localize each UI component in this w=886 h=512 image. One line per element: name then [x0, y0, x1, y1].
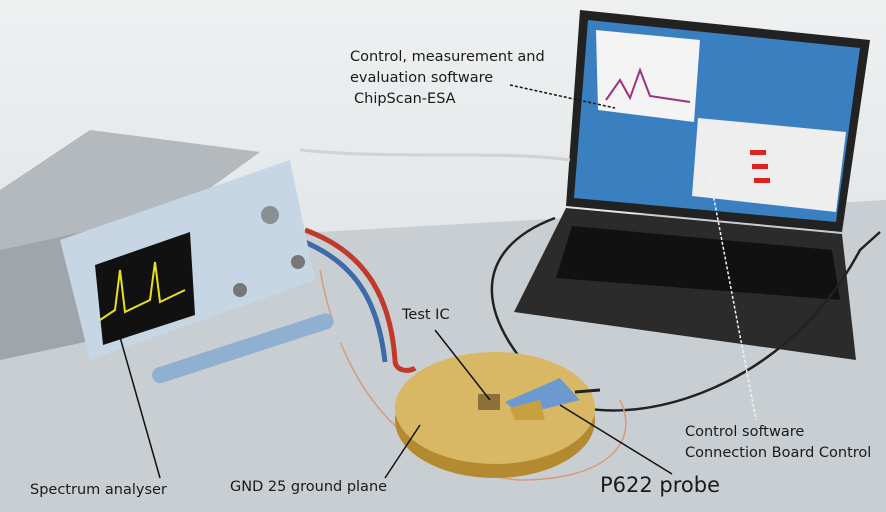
leader-control-software: [709, 177, 757, 421]
test-ic: [478, 394, 500, 410]
ground-plane-label: GND 25 ground plane: [230, 479, 388, 495]
control-software-label-line: Control software: [685, 424, 805, 440]
leader-probe: [559, 404, 673, 475]
spectrum-analyser-label: Spectrum analyser: [30, 482, 167, 498]
spectrum-trace: [99, 261, 186, 321]
chipscan-window: [596, 30, 700, 122]
red-cable: [304, 227, 417, 373]
leader-software: [509, 84, 616, 109]
control-software-label-line: Connection Board Control: [685, 445, 872, 461]
software-label-line: Control, measurement and: [350, 49, 545, 65]
blue-cable: [299, 237, 388, 363]
control-software-label: Control software Connection Board Contro…: [685, 422, 871, 464]
connection-board-window: [692, 118, 846, 212]
software-label-line: evaluation software: [350, 70, 494, 86]
leader-ground-plane: [384, 424, 421, 479]
software-label-line: ChipScan-ESA: [354, 91, 456, 107]
laptop: [514, 10, 870, 360]
software-label: Control, measurement and evaluation soft…: [350, 47, 545, 110]
p622-probe: [505, 378, 601, 420]
gnd25-ground-plane: [395, 352, 595, 478]
spectrum-analyser: [0, 130, 360, 394]
test-ic-label: Test IC: [402, 307, 450, 323]
leader-spectrum: [117, 329, 161, 479]
analyser-screen: [95, 232, 195, 345]
probe-label: P622 probe: [600, 473, 721, 497]
leader-test-ic: [434, 329, 491, 401]
